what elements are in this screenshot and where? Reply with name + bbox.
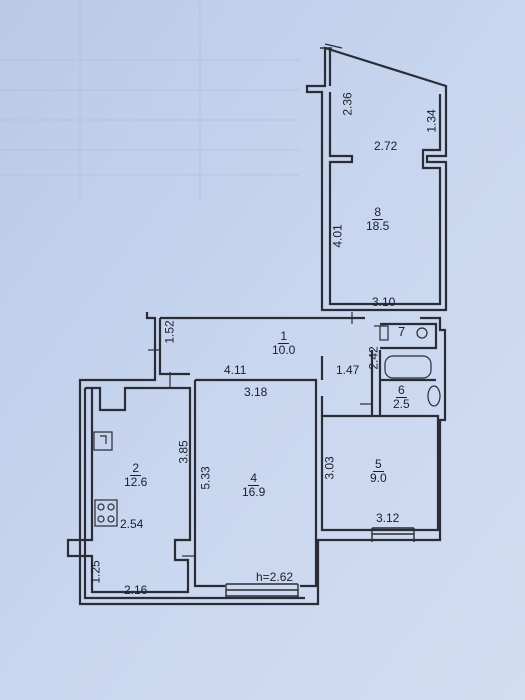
fixtures — [93, 325, 441, 527]
stove — [94, 499, 118, 527]
dim-1-52: 1.52 — [162, 320, 177, 344]
washbasin — [427, 385, 441, 407]
room-5-area: 9.0 — [370, 470, 387, 485]
room-7-number: 7 — [398, 324, 406, 339]
dim-3-10: 3.10 — [372, 295, 396, 309]
corridor-outline — [78, 312, 447, 606]
room-8-inner-wall — [328, 48, 442, 306]
dim-1-25: 1.25 — [88, 560, 103, 584]
dim-4-11: 4.11 — [224, 363, 247, 377]
room-6-number: 6 — [396, 383, 407, 398]
room-6-label: 6 2.5 — [393, 384, 410, 410]
bathroom-walls — [370, 322, 438, 416]
walls — [66, 46, 448, 606]
room-5-label: 5 9.0 — [370, 458, 387, 484]
dim-2-42: 2.42 — [366, 346, 381, 370]
room-2-outline — [66, 386, 305, 600]
dim-2-16: 2.16 — [124, 583, 148, 597]
dimension-ticks — [148, 312, 384, 557]
windows — [225, 43, 415, 598]
background-grid — [0, 0, 300, 200]
dim-1-34: 1.34 — [424, 109, 439, 133]
dim-2-54: 2.54 — [120, 517, 144, 531]
dim-1-47: 1.47 — [336, 363, 360, 377]
sink — [93, 431, 113, 451]
room-1-label: 1 10.0 — [272, 330, 295, 356]
dim-3-03: 3.03 — [322, 456, 337, 480]
room-5-number: 5 — [373, 457, 384, 472]
window-room-8 — [320, 43, 343, 49]
dim-3-85: 3.85 — [176, 440, 191, 464]
room-8-area: 18.5 — [366, 218, 390, 233]
dim-3-18: 3.18 — [244, 385, 268, 399]
room-2-area: 12.6 — [124, 474, 148, 489]
room-4-number: 4 — [248, 471, 260, 486]
room-6-area: 2.5 — [393, 396, 410, 411]
corridor-walls — [158, 316, 365, 376]
dim-h-2-62: h=2.62 — [256, 570, 294, 584]
toilet — [416, 327, 428, 339]
room-1-number: 1 — [278, 329, 290, 344]
room-2-label: 2 12.6 — [124, 462, 147, 488]
window-room-4 — [225, 583, 299, 598]
dim-2-72: 2.72 — [374, 139, 398, 153]
room-5-outline — [320, 414, 440, 532]
bathtub — [384, 355, 432, 379]
room-8-label: 8 18.5 — [366, 206, 389, 232]
room-8-number: 8 — [372, 205, 384, 220]
dim-2-36: 2.36 — [340, 92, 355, 116]
room-4-area: 16.9 — [242, 484, 266, 499]
dim-3-12: 3.12 — [376, 511, 400, 525]
dim-4-01: 4.01 — [330, 224, 345, 248]
room-1-area: 10.0 — [272, 342, 296, 357]
room-8-outline — [305, 46, 448, 312]
dim-5-33: 5.33 — [198, 466, 213, 490]
room-4-outline — [193, 378, 318, 588]
room-4-label: 4 16.9 — [242, 472, 265, 498]
window-room-5 — [371, 527, 415, 542]
room-2-number: 2 — [130, 461, 142, 476]
